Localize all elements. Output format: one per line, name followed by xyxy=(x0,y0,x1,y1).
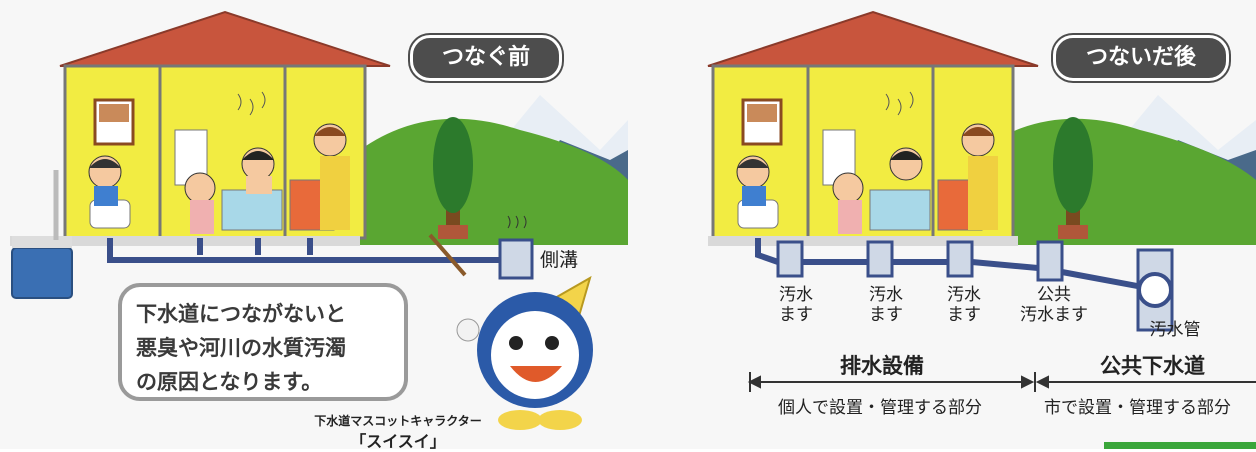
sewage-box-label-1: 汚水 ます xyxy=(779,285,813,325)
sewage-box-label-2: 汚水 ます xyxy=(869,285,903,325)
sewage-box-label-3: 汚水 ます xyxy=(947,285,981,325)
sewer-pipe-label: 汚水管 xyxy=(1149,320,1201,340)
tree-icon xyxy=(1053,117,1093,213)
hill xyxy=(360,118,628,245)
accent-bar xyxy=(1104,442,1256,449)
sewer-pipe xyxy=(1137,272,1173,308)
private-section-title: 排水設備 xyxy=(840,354,924,378)
speech-line-2: 悪臭や河川の水質汚濁 xyxy=(136,336,346,360)
before-panel: つなぐ前 側溝 下水道につながないと 悪臭や河川の水質汚濁 の原因となります。 … xyxy=(0,0,628,451)
mascot-suisui xyxy=(428,233,593,430)
ditch-label: 側溝 xyxy=(540,249,579,271)
public-sewage-box xyxy=(1036,240,1064,282)
sewage-box-2 xyxy=(866,240,894,278)
private-section-desc: 個人で設置・管理する部分 xyxy=(778,398,982,418)
after-badge: つないだ後 xyxy=(1053,35,1229,81)
speech-line-3: の原因となります。 xyxy=(136,370,323,394)
tree-icon xyxy=(433,117,473,213)
sewage-box-3 xyxy=(946,240,974,278)
public-box-label: 公共 汚水ます xyxy=(1020,285,1088,325)
drain-pipe xyxy=(107,238,500,263)
dimension-arrows xyxy=(747,372,1256,392)
speech-bubble: 下水道につながないと 悪臭や河川の水質汚濁 の原因となります。 xyxy=(118,283,408,401)
speech-line-1: 下水道につながないと xyxy=(136,302,346,326)
mascot-caption-title: 下水道マスコットキャラクター xyxy=(314,414,482,428)
public-section-desc: 市で設置・管理する部分 xyxy=(1044,398,1231,418)
after-panel: つないだ後 汚水 ます 汚水 ます 汚水 ます 公共 汚水ます 汚水管 排水設備… xyxy=(628,0,1256,449)
ditch xyxy=(498,238,534,280)
before-badge: つなぐ前 xyxy=(410,35,562,81)
sewage-box-1 xyxy=(776,240,804,278)
mascot-caption-name: 「スイスイ」 xyxy=(350,432,446,451)
public-section-title: 公共下水道 xyxy=(1100,354,1205,378)
